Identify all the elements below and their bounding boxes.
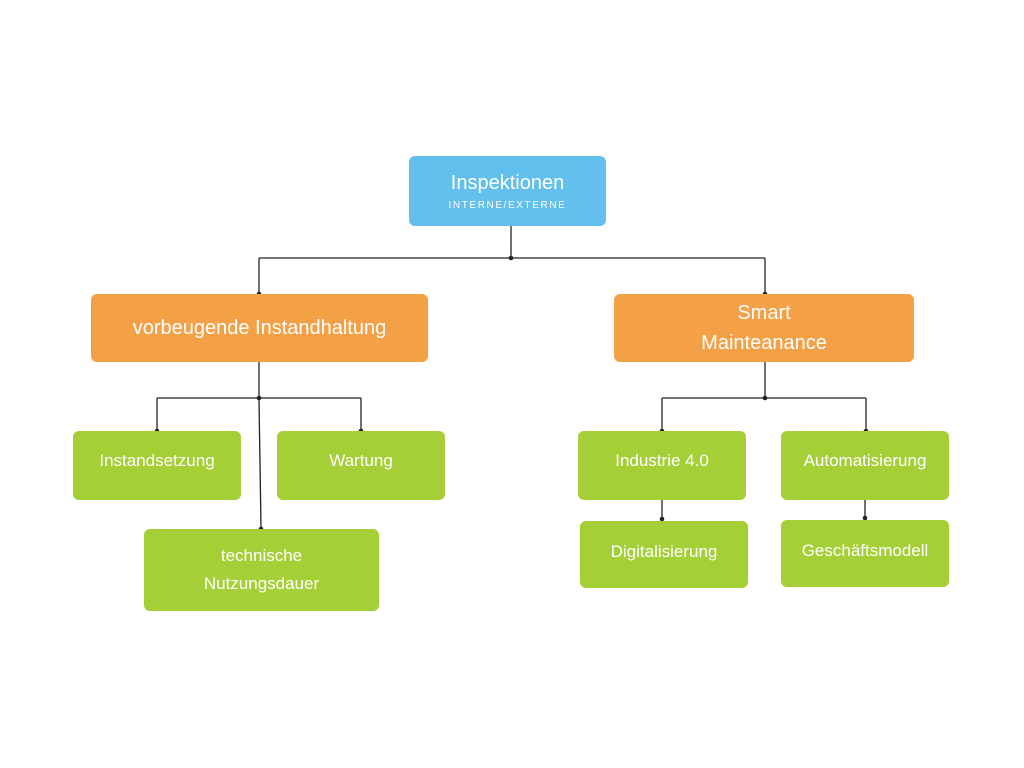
leaf-label: Instandsetzung [99, 450, 215, 470]
connector-preventive-to-nutzungsdauer [258, 397, 262, 530]
leaf-label: Digitalisierung [610, 541, 718, 561]
root-subtitle: INTERNE/EXTERNE [448, 199, 567, 211]
connector-joint [256, 395, 262, 401]
root-title: Inspektionen [450, 171, 565, 194]
leaf-label: Automatisierung [803, 450, 927, 470]
leaf-node-digitalisierung[interactable]: Digitalisierung [580, 521, 748, 588]
connector-joint [762, 395, 768, 401]
leaf-node-wartung[interactable]: Wartung [277, 431, 445, 500]
leaf-node-industrie[interactable]: Industrie 4.0 [578, 431, 746, 500]
connector-joint [508, 255, 514, 261]
leaf-label: Geschäftsmodell [801, 540, 929, 560]
leaf-node-nutzungsdauer[interactable]: technische Nutzungsdauer [144, 529, 379, 611]
category-node-smart[interactable]: Smart Mainteanance [614, 294, 914, 362]
leaf-node-automatisierung[interactable]: Automatisierung [781, 431, 949, 500]
leaf-label: Industrie 4.0 [615, 450, 709, 470]
category-label: Smart Mainteanance [701, 302, 827, 354]
leaf-node-geschaeftsmodell[interactable]: Geschäftsmodell [781, 520, 949, 587]
category-node-preventive[interactable]: vorbeugende Instandhaltung [91, 294, 428, 362]
connector-joint [659, 516, 665, 522]
category-label: vorbeugende Instandhaltung [132, 317, 387, 339]
connector-joint [862, 515, 868, 521]
root-node[interactable]: Inspektionen INTERNE/EXTERNE [409, 156, 606, 226]
leaf-label: technische Nutzungsdauer [203, 546, 320, 593]
leaf-node-instandsetzung[interactable]: Instandsetzung [73, 431, 241, 500]
leaf-label: Wartung [329, 450, 393, 470]
